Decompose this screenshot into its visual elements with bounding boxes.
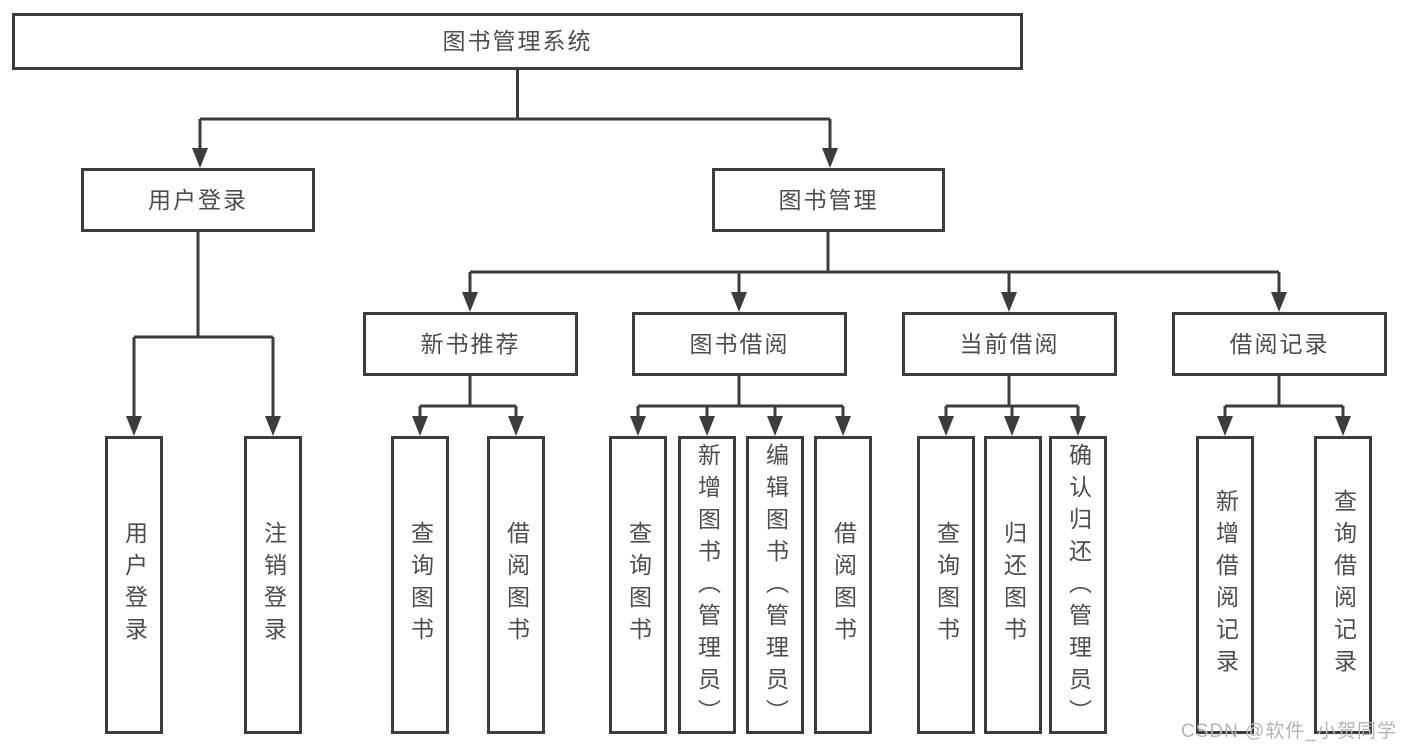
- node-user-login: 用户登录: [81, 168, 315, 232]
- leaf-user-login: 用户登录: [105, 436, 163, 734]
- node-book-management: 图书管理: [712, 168, 945, 232]
- node-borrowing-records: 借阅记录: [1172, 312, 1387, 376]
- arrowheads: [126, 148, 1351, 436]
- leaf-borrow-books-recommend: 借阅图书: [487, 436, 545, 734]
- node-book-borrowing: 图书借阅: [632, 312, 847, 376]
- leaf-return-books: 归还图书: [984, 436, 1042, 734]
- leaf-add-borrow-record: 新增借阅记录: [1196, 436, 1254, 734]
- leaf-add-book-admin: 新增图书（管理员）: [678, 436, 736, 734]
- connector-lines: [132, 70, 1345, 418]
- leaf-query-books-recommend: 查询图书: [391, 436, 449, 734]
- node-new-book-recommend: 新书推荐: [363, 312, 578, 376]
- leaf-query-borrow-record: 查询借阅记录: [1314, 436, 1372, 734]
- leaf-edit-book-admin: 编辑图书（管理员）: [746, 436, 804, 734]
- leaf-borrow-books-borrowing: 借阅图书: [814, 436, 872, 734]
- leaf-query-books-current: 查询图书: [917, 436, 975, 734]
- node-current-borrowing: 当前借阅: [902, 312, 1117, 376]
- node-root: 图书管理系统: [12, 13, 1023, 70]
- watermark: CSDN @软件_小贺同学: [1181, 721, 1397, 742]
- leaf-query-books-borrowing: 查询图书: [609, 436, 667, 734]
- leaf-confirm-return-admin: 确认归还（管理员）: [1049, 436, 1107, 734]
- leaf-logout: 注销登录: [244, 436, 302, 734]
